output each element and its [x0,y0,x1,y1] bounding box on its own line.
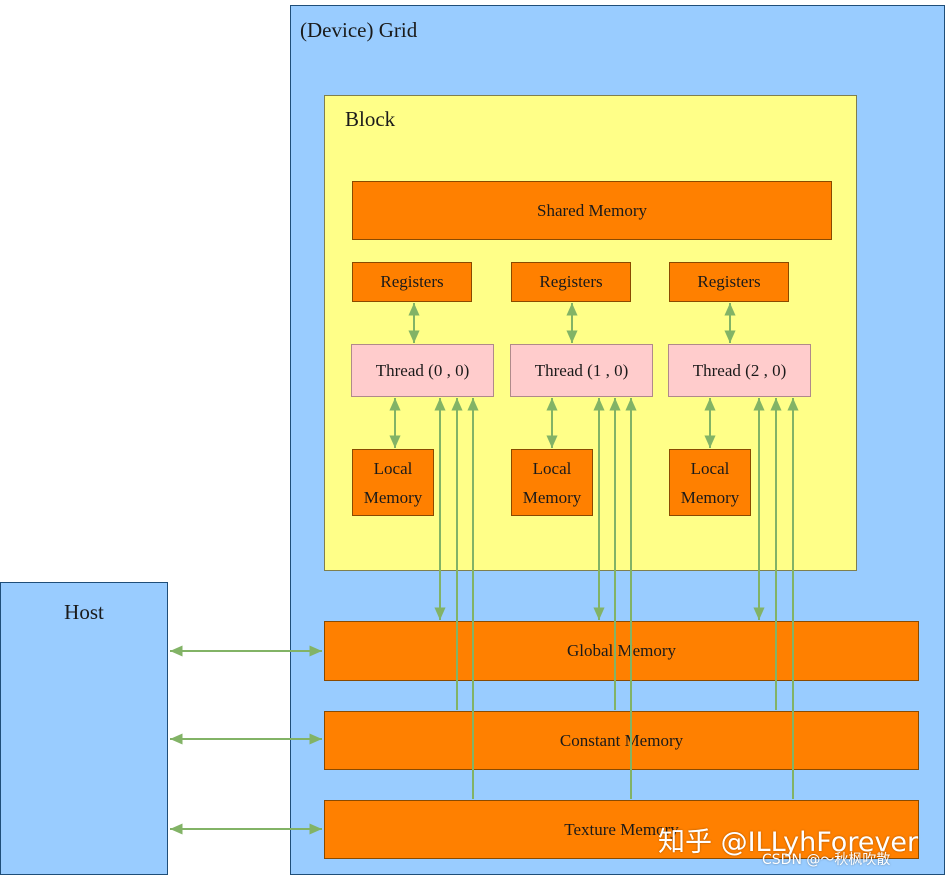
global-memory: Global Memory [324,621,919,681]
local-memory-label-line1: Local [373,458,413,478]
shared-memory-label: Shared Memory [536,200,647,220]
thread-1: Thread (1 , 0) [510,344,653,397]
registers-1: Registers [511,262,631,302]
host [0,582,168,875]
watermark-text: 知乎 @ILLyhForever [658,827,919,858]
credit-text: CSDN @～秋枫吹散 [762,852,891,868]
local-memory-2: Local Memory [669,449,751,516]
local-memory-label-line2: Memory [522,487,582,507]
thread-2: Thread (2 , 0) [668,344,811,397]
block-label: Block [345,107,396,131]
registers-2: Registers [669,262,789,302]
thread-label: Thread (2 , 0) [692,360,787,380]
global-memory-label: Global Memory [566,641,677,660]
constant-memory: Constant Memory [324,711,919,770]
host-label: Host [64,600,104,624]
constant-memory-label: Constant Memory [559,730,684,750]
thread-0: Thread (0 , 0) [351,344,494,397]
registers-label: Registers [697,272,761,291]
local-memory-0: Local Memory [352,449,434,516]
local-memory-label-line1: Local [690,458,730,478]
thread-label: Thread (0 , 0) [375,360,470,380]
registers-label: Registers [380,272,444,291]
grid-label: (Device) Grid [300,18,418,42]
registers-label: Registers [539,272,603,291]
local-memory-1: Local Memory [511,449,593,516]
local-memory-label-line1: Local [532,458,572,478]
texture-memory-label: Texture Memory [564,819,679,839]
local-memory-label-line2: Memory [363,487,423,507]
registers-0: Registers [352,262,472,302]
thread-label: Thread (1 , 0) [534,360,629,380]
shared-memory: Shared Memory [352,181,832,240]
texture-memory: Texture Memory [324,800,919,859]
local-memory-label-line2: Memory [680,487,740,507]
